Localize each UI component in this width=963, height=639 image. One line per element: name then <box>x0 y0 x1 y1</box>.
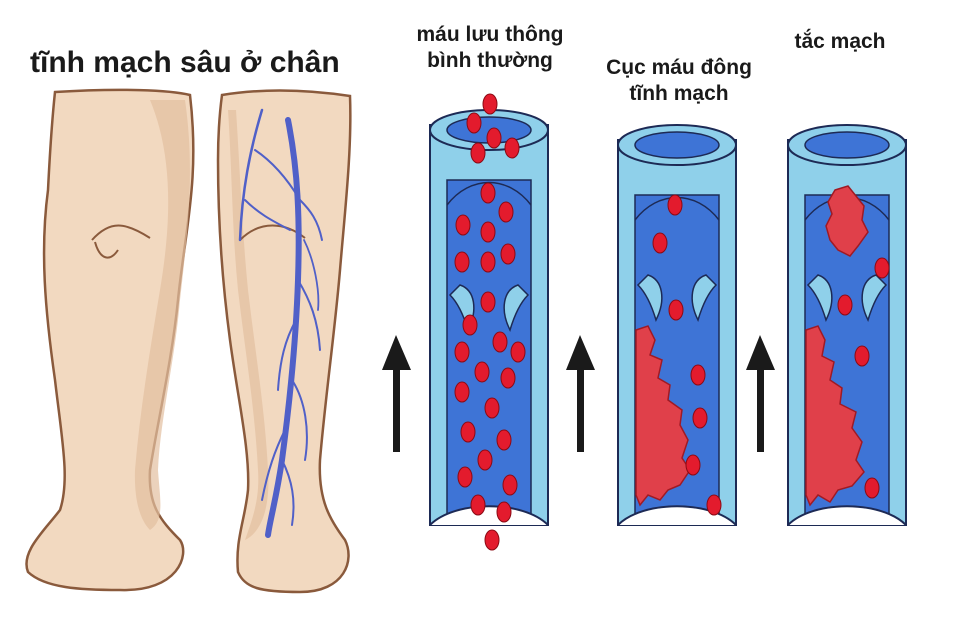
right-leg-skin <box>216 89 352 594</box>
left-leg-skin <box>25 88 195 592</box>
label-normal-line-2: bình thường <box>427 49 553 73</box>
arrow-panel-embolism <box>746 335 775 452</box>
blood-vessel-icon <box>429 93 549 551</box>
vessel-embolism-bottom <box>787 505 907 526</box>
left-leg-knee-crease <box>91 224 151 259</box>
arrow-panel-clot <box>566 335 595 452</box>
blood-vessel-embolism <box>787 124 907 526</box>
leg-icon <box>25 88 195 592</box>
right-leg-shadow <box>228 110 269 540</box>
label-embolism-line-1: tắc mạch <box>794 30 886 53</box>
leg-with-veins <box>216 89 352 594</box>
label-normal-flow: máu lưu thông bình thường <box>392 22 588 75</box>
arrow-panel-normal <box>382 335 411 452</box>
vessel-embolism-top-hole <box>804 131 890 159</box>
blood-cell-icon <box>454 93 526 551</box>
valve-icon <box>636 274 718 323</box>
blood-clot-remaining <box>805 325 865 507</box>
left-leg-shadow <box>134 100 190 530</box>
arrow-up-icon <box>382 335 775 452</box>
label-clot-line-2: tĩnh mạch <box>629 82 729 106</box>
vein-icon <box>238 108 323 538</box>
label-normal-line-1: máu lưu thông <box>416 23 564 46</box>
blood-cell-icon <box>652 194 722 516</box>
vessel-normal-bottom <box>429 505 549 526</box>
blood-cell-icon <box>837 257 890 499</box>
valve-icon <box>806 274 888 323</box>
label-embolism: tắc mạch <box>778 29 902 55</box>
blood-clot-icon <box>635 325 691 507</box>
title-deep-vein: tĩnh mạch sâu ở chân <box>30 46 340 79</box>
label-vein-clot: Cục máu đông tĩnh mạch <box>586 55 772 108</box>
vessel-clot-top-hole <box>634 131 720 159</box>
blood-clot-detached <box>825 185 869 257</box>
vessel-clot-bottom <box>617 505 737 526</box>
label-clot-line-1: Cục máu đông <box>606 56 752 79</box>
blood-vessel-clot <box>617 124 737 526</box>
